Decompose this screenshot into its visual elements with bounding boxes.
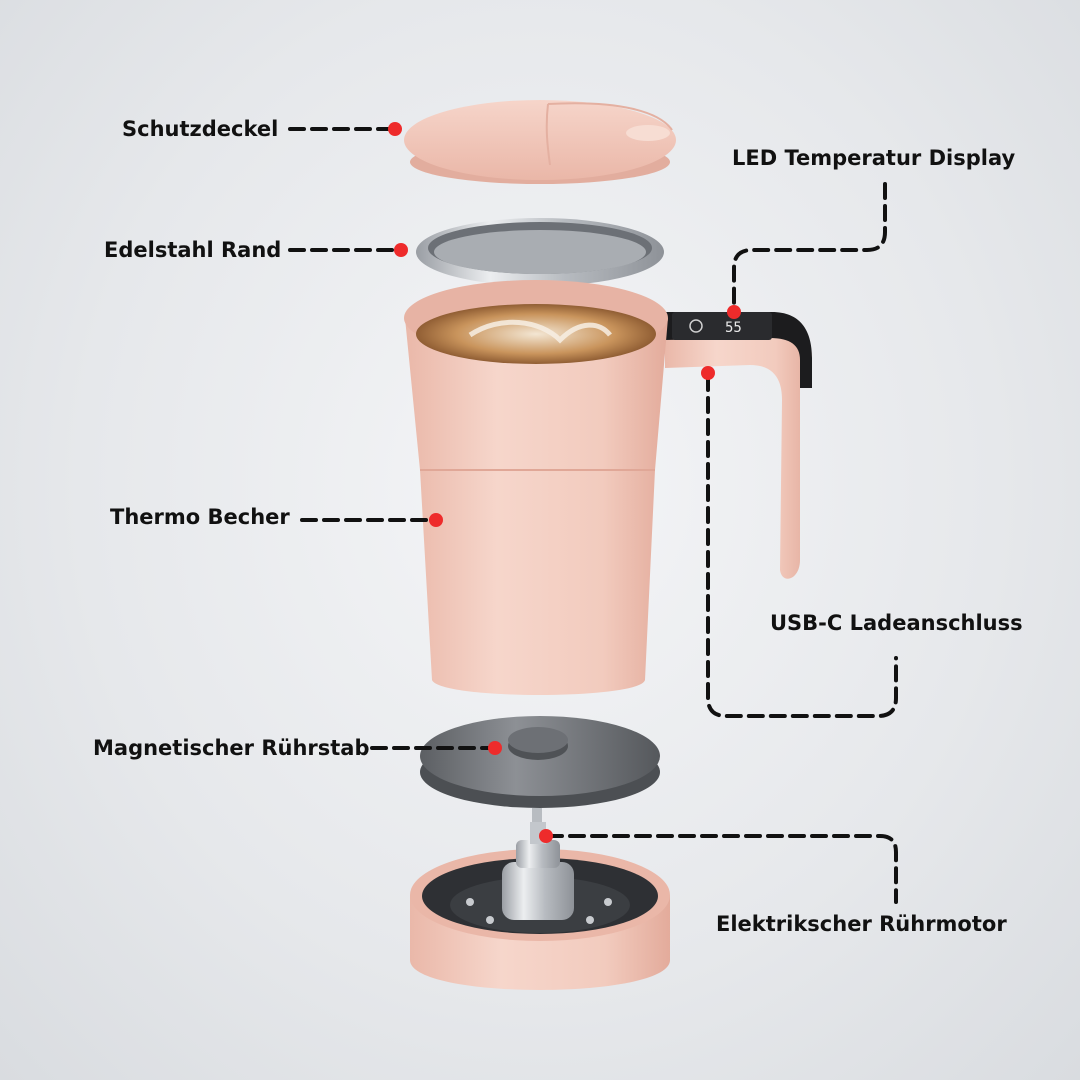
marker-usb-dot xyxy=(701,366,715,380)
label-cup: Thermo Becher xyxy=(110,505,290,529)
label-usb-port: USB-C Ladeanschluss xyxy=(770,611,1023,635)
protective-lid xyxy=(404,100,676,184)
magnetic-stirrer xyxy=(420,716,660,852)
power-button-icon xyxy=(689,319,703,333)
marker-led-dot xyxy=(727,305,741,319)
leader-motor xyxy=(546,834,898,904)
label-stirrer: Magnetischer Rührstab xyxy=(93,736,370,760)
label-motor: Elektrikscher Rührmotor xyxy=(716,912,1007,936)
marker-stir-dot xyxy=(488,741,502,755)
marker-motor-dot xyxy=(539,829,553,843)
thermo-cup xyxy=(404,280,812,695)
motor-base xyxy=(410,822,670,990)
marker-rim-dot xyxy=(394,243,408,257)
label-lid: Schutzdeckel xyxy=(122,117,279,141)
marker-cup-dot xyxy=(429,513,443,527)
leader-led xyxy=(732,182,887,310)
label-led-display: LED Temperatur Display xyxy=(732,146,1016,170)
leader-lines xyxy=(288,127,898,904)
stainless-rim xyxy=(416,218,664,286)
marker-lid-dot xyxy=(388,122,402,136)
led-reading: 55 xyxy=(725,320,742,336)
led-display-panel xyxy=(672,312,772,340)
coffee-latte-art xyxy=(416,304,656,364)
leader-usb xyxy=(706,374,898,718)
label-rim: Edelstahl Rand xyxy=(104,238,282,262)
